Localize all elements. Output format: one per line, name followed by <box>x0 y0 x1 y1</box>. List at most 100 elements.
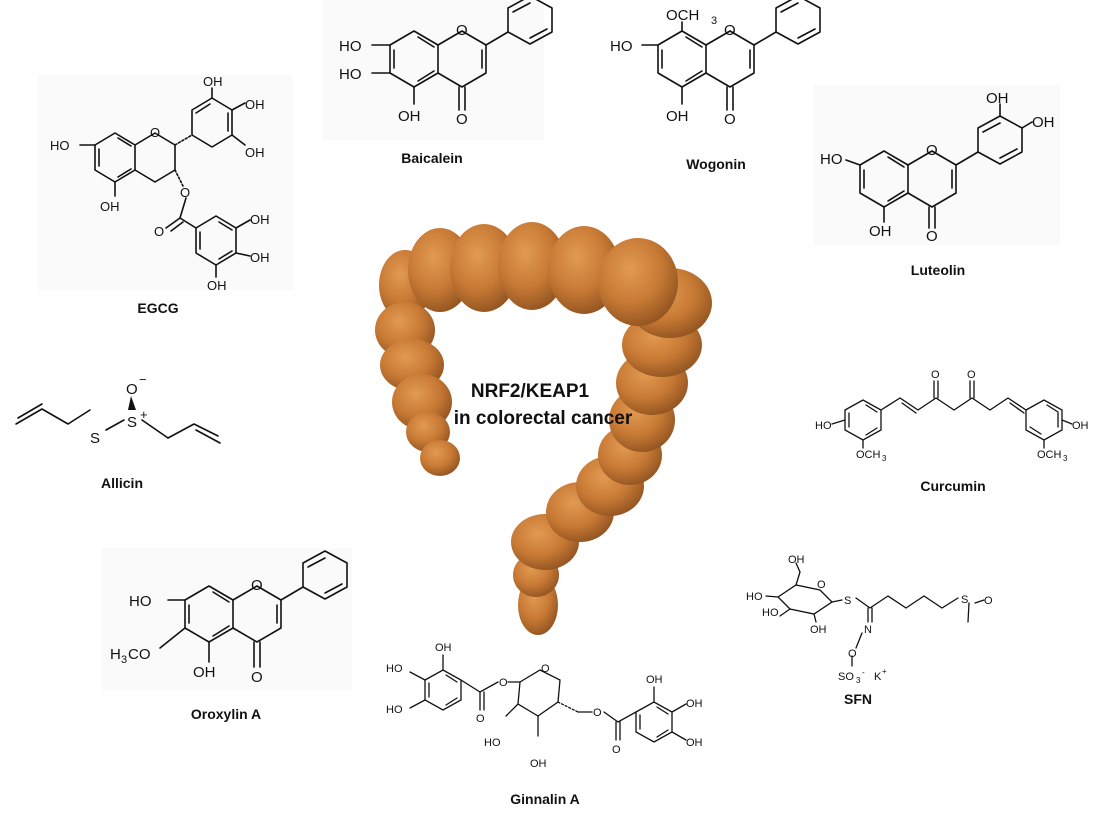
oroxylin-ho-7: HO <box>129 593 152 610</box>
luteolin-o-ring: O <box>926 142 938 159</box>
wogonin-label: Wogonin <box>686 156 746 172</box>
sfn-o-sulfinyl: O <box>984 595 993 607</box>
ginnalin-oh-b3: OH <box>686 737 703 749</box>
egcg-oh-g3: OH <box>250 212 270 227</box>
allicin-minus: − <box>139 372 147 387</box>
curcumin-structure <box>831 380 1073 449</box>
sfn-ho-4: HO <box>746 591 763 603</box>
sfn-so3-minus: - <box>862 668 865 677</box>
sfn-k-plus: + <box>882 667 887 676</box>
ginnalin-ho-sugar: HO <box>484 737 501 749</box>
curcumin-o-1: O <box>931 369 940 381</box>
oroxylin-h3co-sub: 3 <box>121 654 127 666</box>
oroxylin-label: Oroxylin A <box>191 706 261 722</box>
egcg-oh-b5: OH <box>245 145 265 160</box>
wogonin-structure <box>641 0 821 111</box>
baicalein-label: Baicalein <box>401 150 462 166</box>
ginnalin-oh-a1: OH <box>435 642 452 654</box>
egcg-o-ring: O <box>150 125 160 140</box>
sfn-oh-2: OH <box>810 624 827 636</box>
oroxylin-structure <box>159 550 348 668</box>
oroxylin-o-ring: O <box>251 577 263 594</box>
wogonin-o-carbonyl: O <box>724 111 736 128</box>
egcg-oh-g4: OH <box>250 250 270 265</box>
allicin-s2: S <box>127 414 137 431</box>
baicalein-panel <box>322 0 544 140</box>
wogonin-oh-5: OH <box>666 108 689 125</box>
luteolin-oh-4p: OH <box>1032 114 1055 131</box>
allicin-s1: S <box>90 430 100 447</box>
curcumin-och3-left-sub: 3 <box>882 454 887 463</box>
center-title-line2: in colorectal cancer <box>454 408 633 429</box>
wogonin-och3-sub: 3 <box>711 15 717 27</box>
colon-illustration <box>375 222 712 635</box>
egcg-structure <box>79 87 251 278</box>
curcumin-label: Curcumin <box>920 478 985 494</box>
baicalein-oh-5: OH <box>398 108 421 125</box>
curcumin-oh-right: OH <box>1072 420 1089 432</box>
oroxylin-h3co-h: H <box>110 646 121 663</box>
luteolin-o-carbonyl: O <box>926 228 938 245</box>
sfn-n: N <box>864 624 872 636</box>
egcg-label: EGCG <box>137 300 178 316</box>
ginnalin-oh-b2: OH <box>686 698 703 710</box>
allicin-plus: + <box>140 407 148 422</box>
allicin-o: O <box>126 381 138 398</box>
luteolin-label: Luteolin <box>911 262 965 278</box>
sfn-o-ring: O <box>817 579 826 591</box>
sfn-so3: SO <box>838 671 854 683</box>
egcg-o-ester: O <box>180 185 190 200</box>
wogonin-ho-7: HO <box>610 38 633 55</box>
baicalein-ho-7: HO <box>339 38 362 55</box>
ginnalin-o-ester-2: O <box>593 707 602 719</box>
sfn-o-link: O <box>848 648 857 660</box>
ginnalin-ho-a3: HO <box>386 704 403 716</box>
egcg-panel <box>38 75 293 290</box>
ginnalin-o-ring: O <box>541 663 550 675</box>
baicalein-ho-6: HO <box>339 66 362 83</box>
curcumin-o-2: O <box>967 369 976 381</box>
egcg-oh-g5: OH <box>207 278 227 293</box>
ginnalin-oh-sugar: OH <box>530 758 547 770</box>
ginnalin-label: Ginnalin A <box>510 791 579 807</box>
luteolin-structure <box>845 103 1033 229</box>
ginnalin-o-carbonyl-2: O <box>612 744 621 756</box>
luteolin-ho-7: HO <box>820 151 843 168</box>
ginnalin-structure <box>409 654 687 743</box>
center-title-line1: NRF2/KEAP1 <box>471 381 590 402</box>
oroxylin-panel <box>102 548 352 690</box>
ginnalin-oh-b1: OH <box>646 674 663 686</box>
oroxylin-oh-5: OH <box>193 664 216 681</box>
baicalein-o-carbonyl: O <box>456 111 468 128</box>
sfn-k: K <box>874 671 882 683</box>
baicalein-o-ring: O <box>456 22 468 39</box>
sfn-oh-6: OH <box>788 554 805 566</box>
egcg-oh-b3: OH <box>245 97 265 112</box>
sfn-ho-3: HO <box>762 607 779 619</box>
curcumin-och3-right: OCH <box>1037 449 1062 461</box>
egcg-o-carbonyl: O <box>154 224 164 239</box>
ginnalin-o-carbonyl-1: O <box>476 713 485 725</box>
luteolin-panel <box>814 85 1060 245</box>
egcg-oh-b4: OH <box>203 74 223 89</box>
curcumin-och3-left: OCH <box>856 449 881 461</box>
ginnalin-ho-a2: HO <box>386 663 403 675</box>
sfn-s-sulfinyl: S <box>961 594 968 606</box>
allicin-label: Allicin <box>101 475 143 491</box>
curcumin-ho-left: HO <box>815 420 832 432</box>
oroxylin-h3co-co: CO <box>128 646 151 663</box>
ginnalin-o-ester-1: O <box>499 677 508 689</box>
luteolin-oh-5: OH <box>869 223 892 240</box>
sfn-s-thio: S <box>844 595 851 607</box>
sfn-structure <box>765 562 985 667</box>
egcg-oh-5: OH <box>100 199 120 214</box>
allicin-structure <box>15 396 221 444</box>
wogonin-o-ring: O <box>724 22 736 39</box>
wogonin-och3: OCH <box>666 7 699 24</box>
sfn-label: SFN <box>844 691 872 707</box>
oroxylin-o-carbonyl: O <box>251 669 263 686</box>
sfn-so3-sub: 3 <box>856 676 861 685</box>
egcg-ho-7: HO <box>50 138 70 153</box>
curcumin-och3-right-sub: 3 <box>1063 454 1068 463</box>
